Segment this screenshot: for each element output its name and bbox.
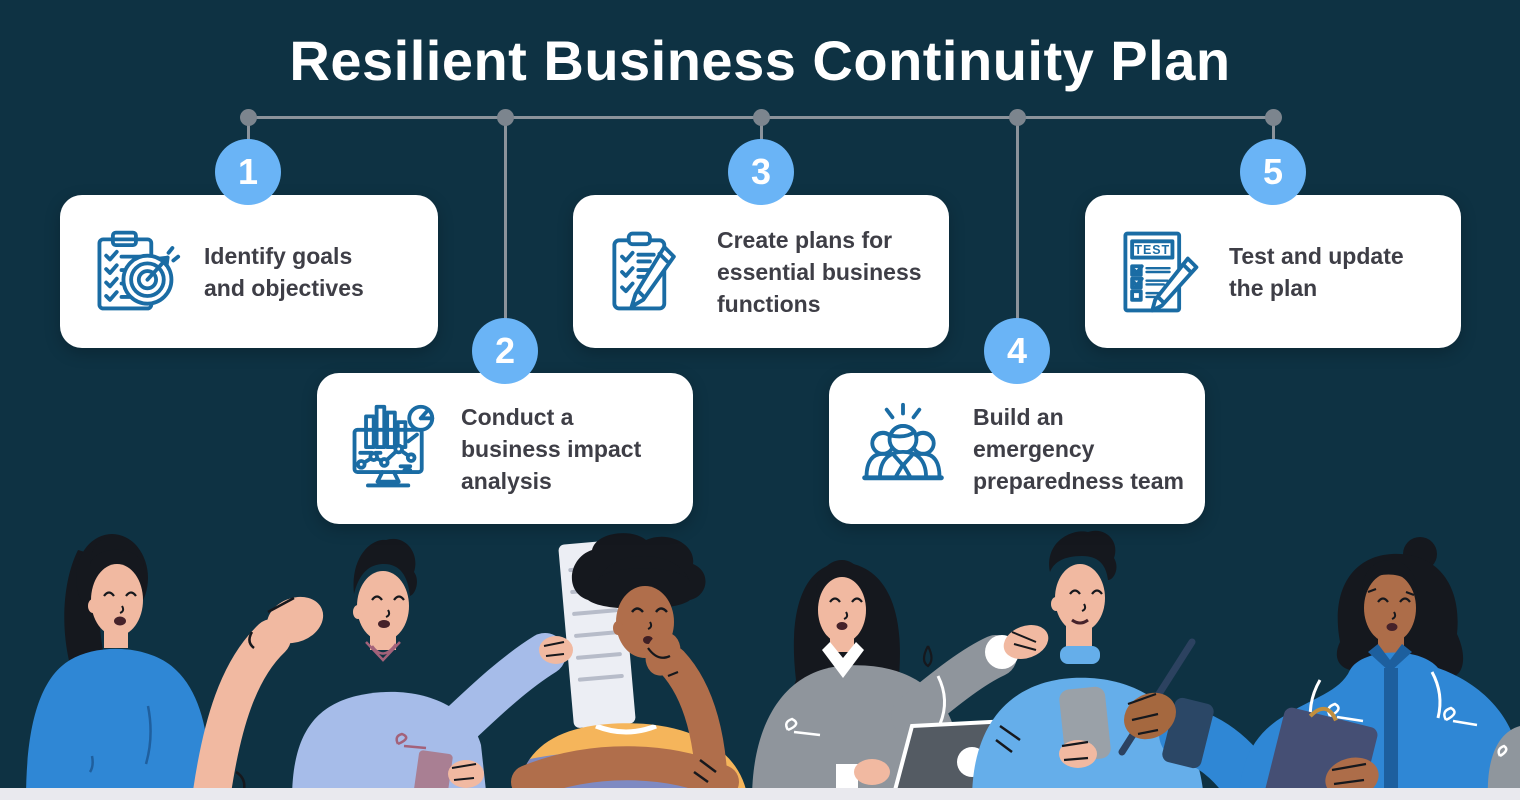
- step-label-1: Identify goals and objectives: [204, 242, 364, 301]
- test-icon-text: TEST: [1134, 243, 1170, 257]
- timeline-dot-1: [240, 109, 257, 126]
- person-6-woman-blue-clipboard: [1238, 537, 1520, 800]
- person-2-man-periwinkle: [292, 538, 636, 800]
- step-card-3: Create plans for essential business func…: [573, 195, 949, 348]
- step-label-2: Conduct a business impact analysis: [461, 403, 642, 494]
- step-card-5: TEST Test and update the plan: [1085, 195, 1461, 348]
- step-number-2: 2: [472, 318, 538, 384]
- table-edge: [0, 788, 1520, 800]
- team-illustration: [0, 530, 1520, 800]
- background-person-shoulder: [1487, 726, 1520, 800]
- test-document-icon: TEST: [1123, 231, 1199, 312]
- clipboard-target-icon: [97, 230, 181, 310]
- step-card-1: Identify goals and objectives: [60, 195, 438, 348]
- monitor-analytics-icon: [352, 404, 435, 487]
- clipboard-pen-icon: [612, 231, 676, 310]
- step-card-2: Conduct a business impact analysis: [317, 373, 693, 524]
- step-label-4: Build an emergency preparedness team: [973, 403, 1184, 494]
- timeline-dot-3: [753, 109, 770, 126]
- step-number-4: 4: [984, 318, 1050, 384]
- timeline-connector-2: [504, 118, 507, 330]
- page-title: Resilient Business Continuity Plan: [289, 29, 1231, 92]
- person-1-woman-blue: [26, 534, 324, 800]
- team-icon: [862, 402, 944, 480]
- timeline-dot-2: [497, 109, 514, 126]
- step-label-5: Test and update the plan: [1229, 242, 1404, 301]
- step-number-1: 1: [215, 139, 281, 205]
- step-label-3: Create plans for essential business func…: [717, 226, 922, 317]
- step-number-5: 5: [1240, 139, 1306, 205]
- timeline-connector-4: [1016, 118, 1019, 330]
- step-number-3: 3: [728, 139, 794, 205]
- timeline-dot-5: [1265, 109, 1282, 126]
- step-card-4: Build an emergency preparedness team: [829, 373, 1205, 524]
- timeline-dot-4: [1009, 109, 1026, 126]
